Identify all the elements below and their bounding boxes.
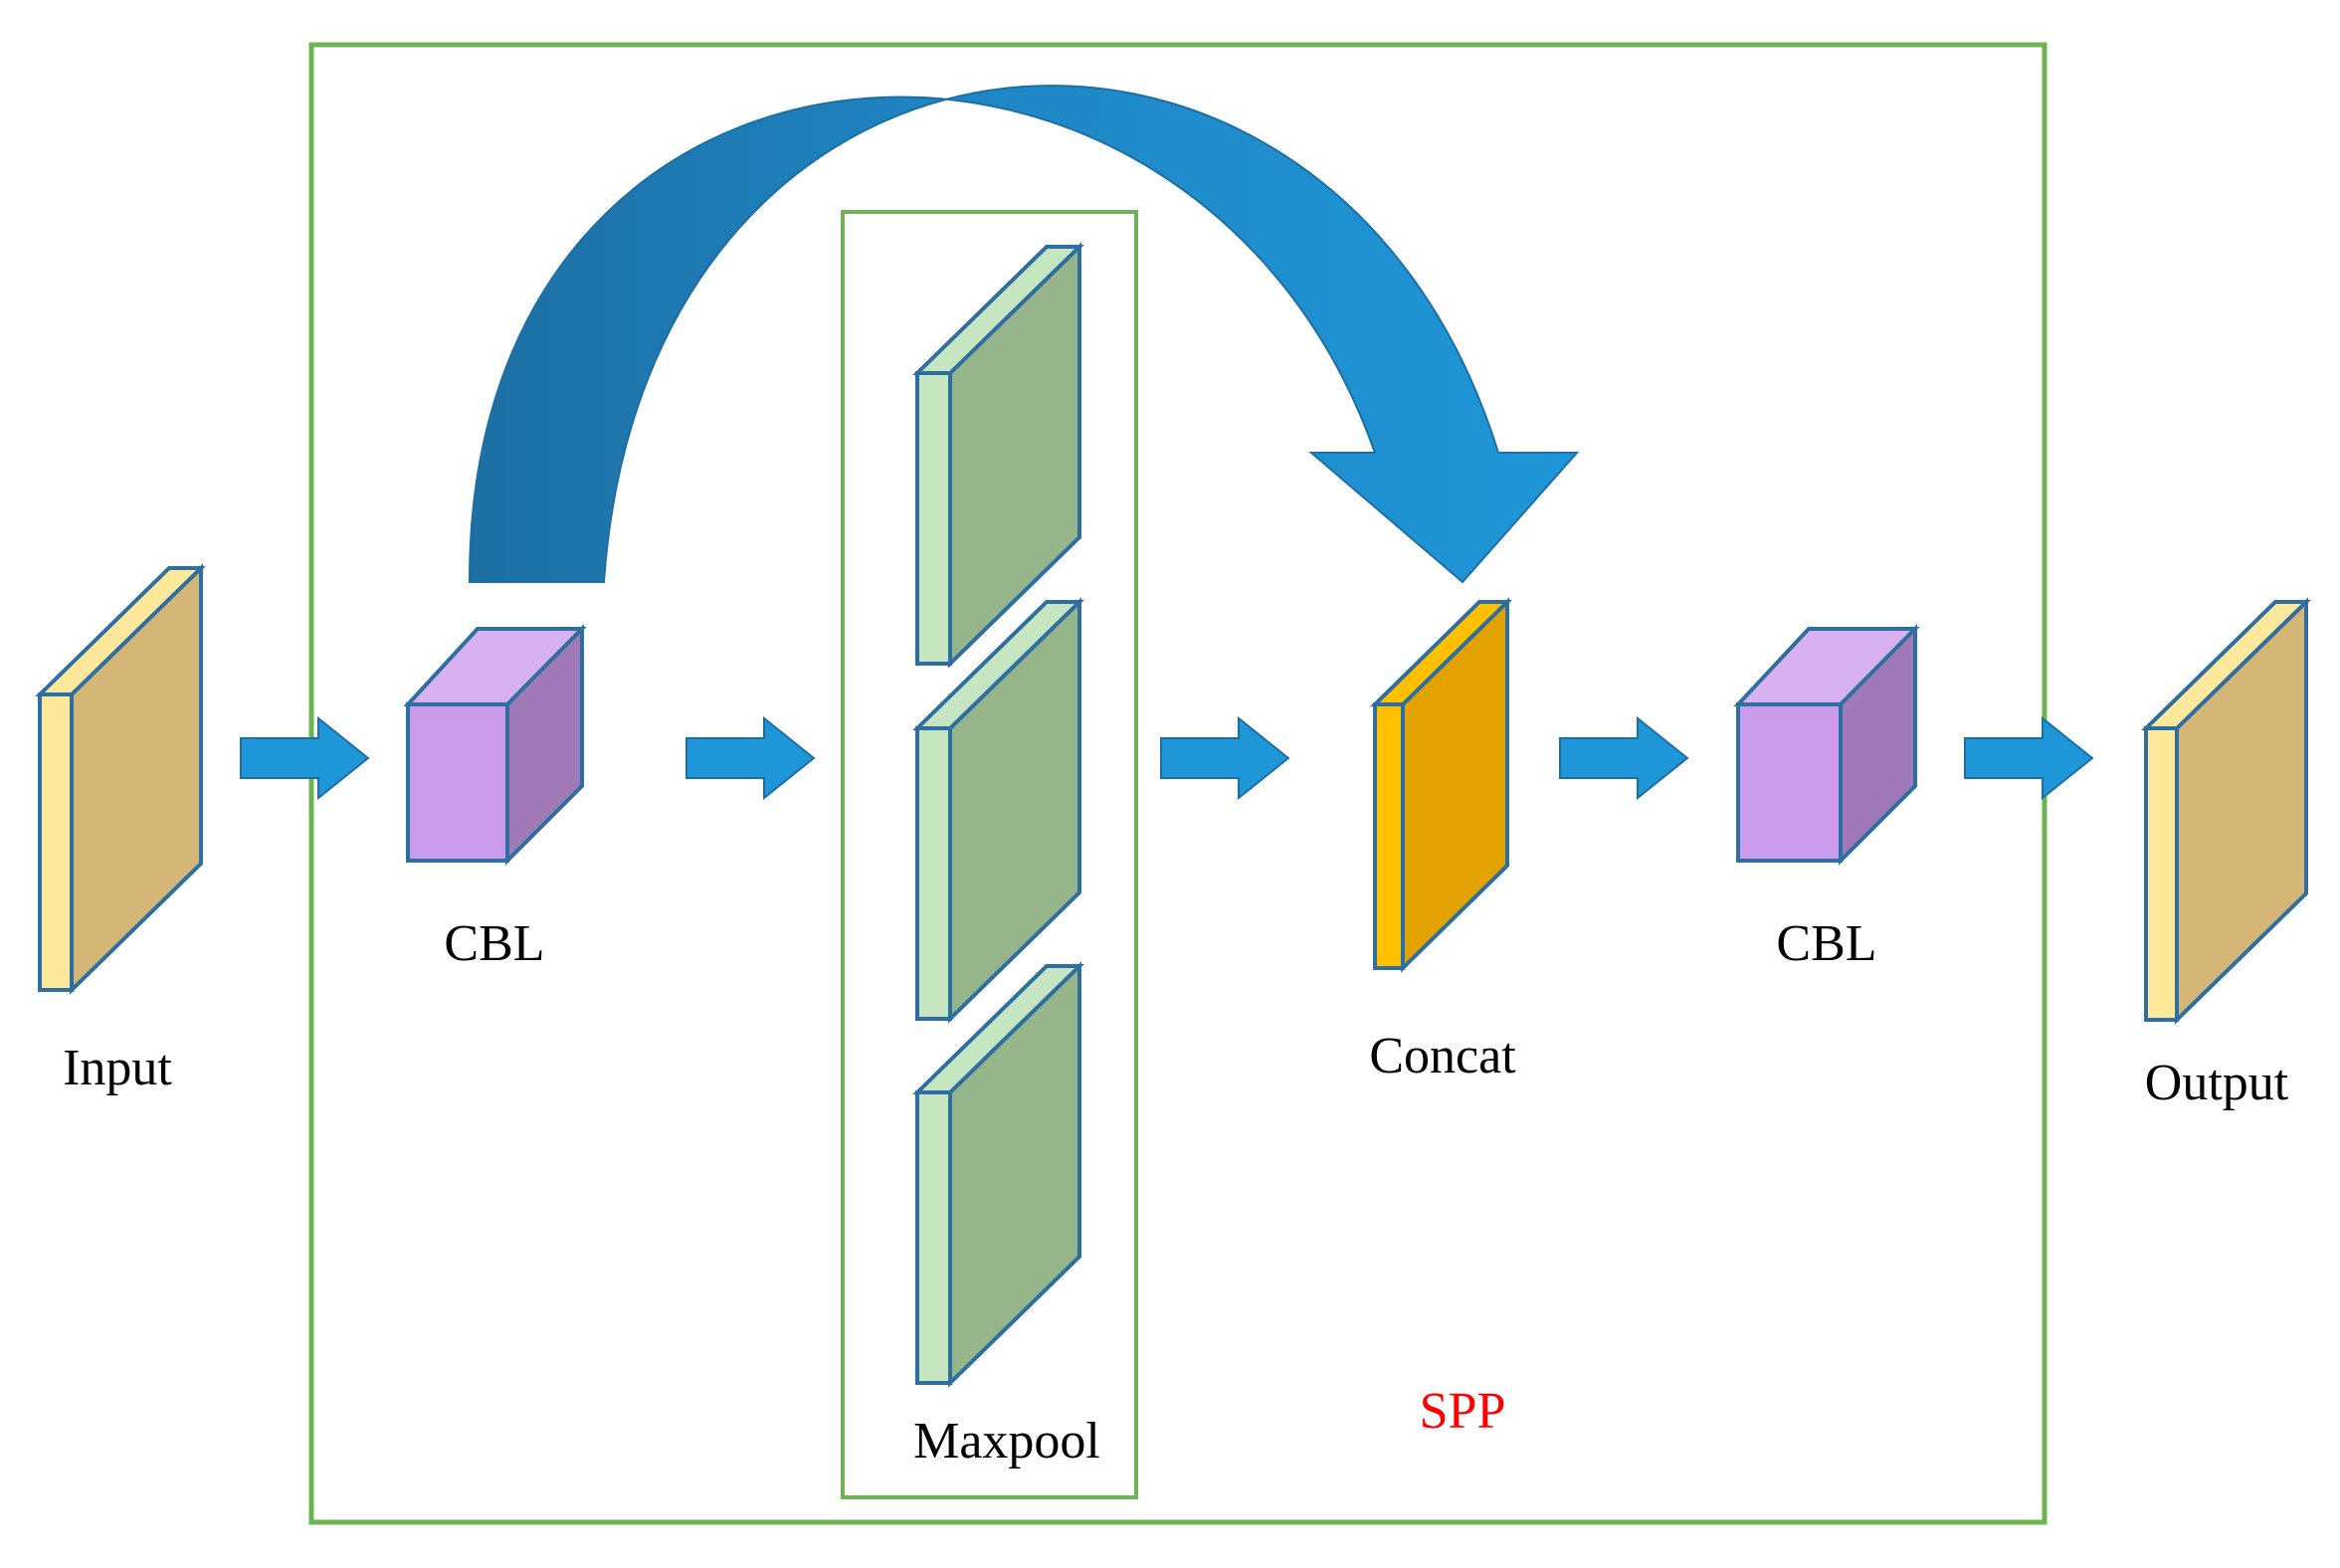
arrow-cbl-to-maxpool (685, 715, 816, 801)
skip-connection-arrow (468, 85, 1580, 584)
arrow-input-to-cbl (240, 715, 370, 801)
input-label: Input (63, 1040, 172, 1096)
maxpool-label: Maxpool (913, 1413, 1100, 1470)
maxpool-layer-1 (912, 242, 1084, 669)
maxpool-group-frame (841, 210, 1138, 1499)
concat-label: Concat (1369, 1028, 1516, 1084)
output-label: Output (2145, 1055, 2289, 1111)
spp-label: SPP (1420, 1383, 1506, 1440)
output-feature-map (2141, 597, 2311, 1025)
cbl-block-1 (403, 624, 587, 866)
concat-feature-map (1370, 597, 1512, 973)
arrow-maxpool-to-concat (1160, 715, 1290, 801)
arrow-cbl-to-output (1964, 715, 2094, 801)
cbl-1-label: CBL (444, 915, 544, 972)
input-feature-map (35, 563, 206, 995)
cbl-2-label: CBL (1776, 915, 1876, 972)
maxpool-layer-2 (912, 597, 1084, 1024)
maxpool-layer-3 (912, 961, 1084, 1388)
arrow-concat-to-cbl (1559, 715, 1689, 801)
cbl-block-2 (1733, 624, 1920, 866)
